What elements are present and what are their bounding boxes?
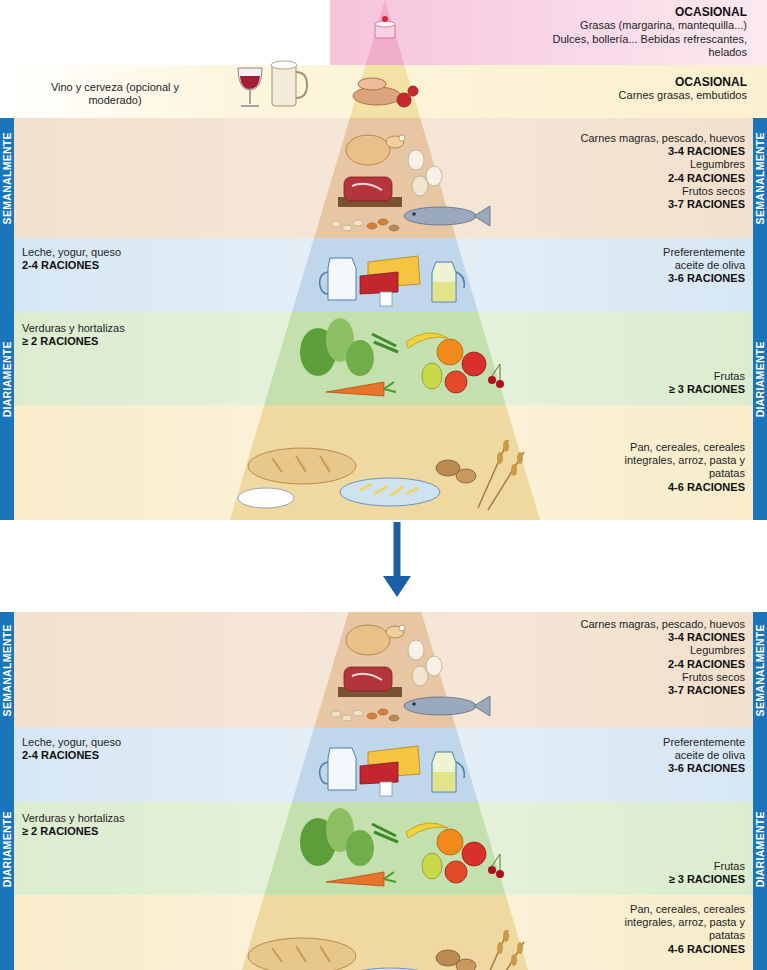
serving-count: 3-6 RACIONES: [635, 762, 745, 775]
frequency-label: SEMANALMENTE: [755, 132, 766, 224]
frequency-bar: SEMANALMENTE: [753, 612, 767, 728]
food-group-label: Preferentemente aceite de oliva: [635, 246, 745, 272]
frequency-bar: DIARIAMENTE: [753, 238, 767, 520]
food-group-label: Leche, yogur, queso: [22, 246, 192, 259]
pyramid: [200, 0, 580, 520]
serving-count: 2-4 RACIONES: [535, 172, 745, 185]
food-group-band: Vino y cerveza (opcional y moderado) OCAS…: [0, 65, 767, 118]
frequency-label: DIARIAMENTE: [2, 811, 13, 887]
pyramid: [200, 612, 580, 970]
serving-count: OCASIONAL: [547, 5, 747, 19]
food-group-label: Pan, cereales, cereales integrales, arro…: [605, 441, 745, 481]
frequency-bar: SEMANALMENTE: [0, 118, 14, 238]
serving-count: 3-4 RACIONES: [535, 145, 745, 158]
food-group-label: Legumbres: [535, 158, 745, 171]
band-grounds: [0, 0, 767, 520]
food-group-label: Verduras y hortalizas: [22, 812, 192, 825]
food-group-label: Frutos secos: [535, 185, 745, 198]
food-group-label: Verduras y hortalizas: [22, 322, 192, 335]
food-group-label: Pan, cereales, cereales integrales, arro…: [605, 903, 745, 943]
food-group-band: Carnes magras, pescado, huevos3-4 RACION…: [0, 118, 767, 238]
food-group-band: OCASIONALGrasas (margarina, mantequilla.…: [330, 0, 767, 65]
frequency-bar: SEMANALMENTE: [0, 612, 14, 728]
food-group-label: Carnes magras, pescado, huevos: [535, 618, 745, 631]
transition-arrow: [383, 522, 411, 597]
serving-count: 3-7 RACIONES: [535, 198, 745, 211]
food-group-label: Leche, yogur, queso: [22, 736, 192, 749]
frequency-bar: SEMANALMENTE: [753, 118, 767, 238]
frequency-bar: DIARIAMENTE: [0, 238, 14, 520]
serving-count: OCASIONAL: [497, 75, 747, 89]
serving-count: 3-6 RACIONES: [635, 272, 745, 285]
serving-count: 4-6 RACIONES: [605, 943, 745, 956]
frequency-label: DIARIAMENTE: [755, 811, 766, 887]
food-group-band: Verduras y hortalizas≥ 2 RACIONES Frutas≥…: [0, 312, 767, 405]
frequency-label: SEMANALMENTE: [755, 624, 766, 716]
serving-count: 2-4 RACIONES: [22, 749, 192, 762]
food-group-label: Legumbres: [535, 644, 745, 657]
serving-count: 3-7 RACIONES: [535, 684, 745, 697]
drinks-icon: [238, 61, 307, 106]
food-group-label: Grasas (margarina, mantequilla...) Dulce…: [547, 19, 747, 59]
food-group-band: Leche, yogur, queso2-4 RACIONES Preferent…: [0, 728, 767, 802]
food-group-band: Leche, yogur, queso2-4 RACIONES Preferent…: [0, 238, 767, 312]
food-group-band: Pan, cereales, cereales integrales, arro…: [0, 405, 767, 520]
frequency-bar: DIARIAMENTE: [0, 728, 14, 970]
serving-count: 2-4 RACIONES: [22, 259, 192, 272]
serving-count: ≥ 3 RACIONES: [635, 383, 745, 396]
food-group-band: Verduras y hortalizas≥ 2 RACIONES Frutas≥…: [0, 802, 767, 895]
frequency-label: SEMANALMENTE: [2, 624, 13, 716]
food-group-label: Carnes grasas, embutidos: [497, 89, 747, 102]
serving-count: ≥ 2 RACIONES: [22, 335, 192, 348]
serving-count: 2-4 RACIONES: [535, 658, 745, 671]
frequency-label: DIARIAMENTE: [755, 341, 766, 417]
frequency-label: DIARIAMENTE: [2, 341, 13, 417]
serving-count: 3-4 RACIONES: [535, 631, 745, 644]
food-group-label: Carnes magras, pescado, huevos: [535, 132, 745, 145]
serving-count: ≥ 3 RACIONES: [635, 873, 745, 886]
food-group-label: Frutas: [635, 370, 745, 383]
food-group-label: Frutos secos: [535, 671, 745, 684]
frequency-bar: DIARIAMENTE: [753, 728, 767, 970]
food-group-band: Pan, cereales, cereales integrales, arro…: [0, 895, 767, 970]
serving-count: ≥ 2 RACIONES: [22, 825, 192, 838]
food-group-label: Vino y cerveza (opcional y moderado): [50, 81, 180, 107]
food-group-label: Frutas: [635, 860, 745, 873]
serving-count: 4-6 RACIONES: [605, 481, 745, 494]
food-group-label: Preferentemente aceite de oliva: [635, 736, 745, 762]
food-group-band: Carnes magras, pescado, huevos3-4 RACION…: [0, 612, 767, 728]
frequency-label: SEMANALMENTE: [2, 132, 13, 224]
